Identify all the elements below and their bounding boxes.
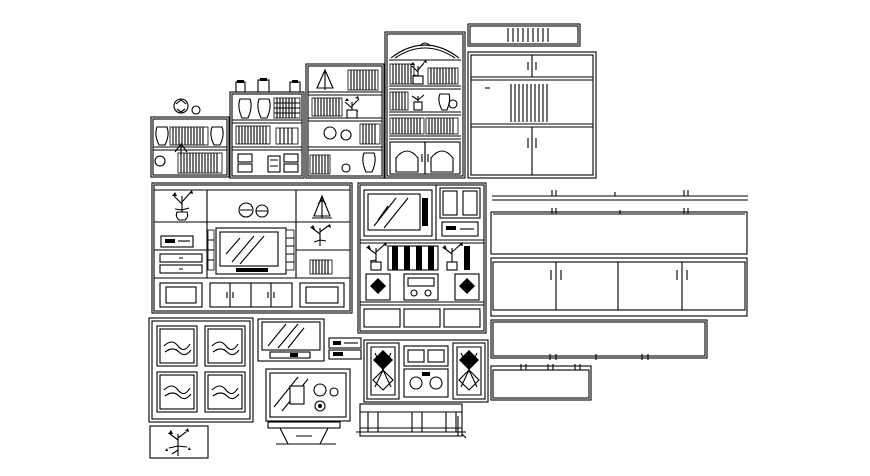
stereo-system xyxy=(363,339,489,403)
tv-screen xyxy=(215,227,287,275)
wide-wall-entertainment-unit xyxy=(151,182,353,314)
tall-bookcase-with-drawers xyxy=(229,78,305,179)
potted-plant-icon xyxy=(411,60,427,111)
vase-icon xyxy=(154,126,224,167)
short-bookcase-with-vases xyxy=(150,98,230,178)
book-row xyxy=(309,69,381,175)
book-row xyxy=(169,126,223,174)
wave-tile xyxy=(156,325,246,413)
tv-screen xyxy=(363,189,433,237)
cabinet-door xyxy=(159,282,345,308)
globe-icon xyxy=(238,202,269,218)
framed-art-panel xyxy=(148,317,254,423)
drawer xyxy=(159,253,203,274)
tv-stand-elevation xyxy=(267,421,341,445)
small-console-front xyxy=(490,364,592,401)
speaker-icon xyxy=(366,342,486,400)
drawer-stack xyxy=(237,153,299,173)
sailboat-icon xyxy=(316,68,334,90)
potted-plant-plan xyxy=(149,425,209,459)
stereo-icon xyxy=(403,273,439,301)
low-console-plan xyxy=(490,319,708,360)
vcr-units xyxy=(328,337,362,360)
vase-icon xyxy=(323,126,376,173)
wardrobe-cabinet xyxy=(467,23,597,179)
long-sideboard-elevation xyxy=(490,190,748,255)
arched-display-cabinet xyxy=(384,31,466,179)
jar-icon xyxy=(235,78,301,93)
tall-bookcase-with-plant xyxy=(305,63,385,179)
cabinet-door xyxy=(389,141,461,175)
long-sideboard-front xyxy=(490,257,748,317)
book-row xyxy=(389,63,459,135)
radio-device xyxy=(160,235,194,248)
low-bench xyxy=(356,403,467,439)
tv-stereo-entertainment-center xyxy=(357,182,487,334)
stereo-icon xyxy=(403,345,449,398)
potted-plant-icon xyxy=(310,224,331,246)
tv-stand-top-view xyxy=(265,368,351,422)
speaker-icon xyxy=(365,273,480,301)
book-row xyxy=(207,229,333,275)
potted-plant-icon xyxy=(366,242,463,271)
striped-panel xyxy=(387,245,470,271)
flower-vase-icon xyxy=(172,190,193,221)
potted-plant-icon xyxy=(344,96,360,119)
vase-icon xyxy=(438,93,458,111)
speaker-cabinet xyxy=(439,187,481,237)
vase-icon xyxy=(238,98,271,119)
flower-vase-icon xyxy=(173,98,201,156)
sailboat-icon xyxy=(312,194,332,219)
book-row xyxy=(235,97,301,145)
tv-set xyxy=(257,318,325,362)
drawer xyxy=(363,308,481,328)
